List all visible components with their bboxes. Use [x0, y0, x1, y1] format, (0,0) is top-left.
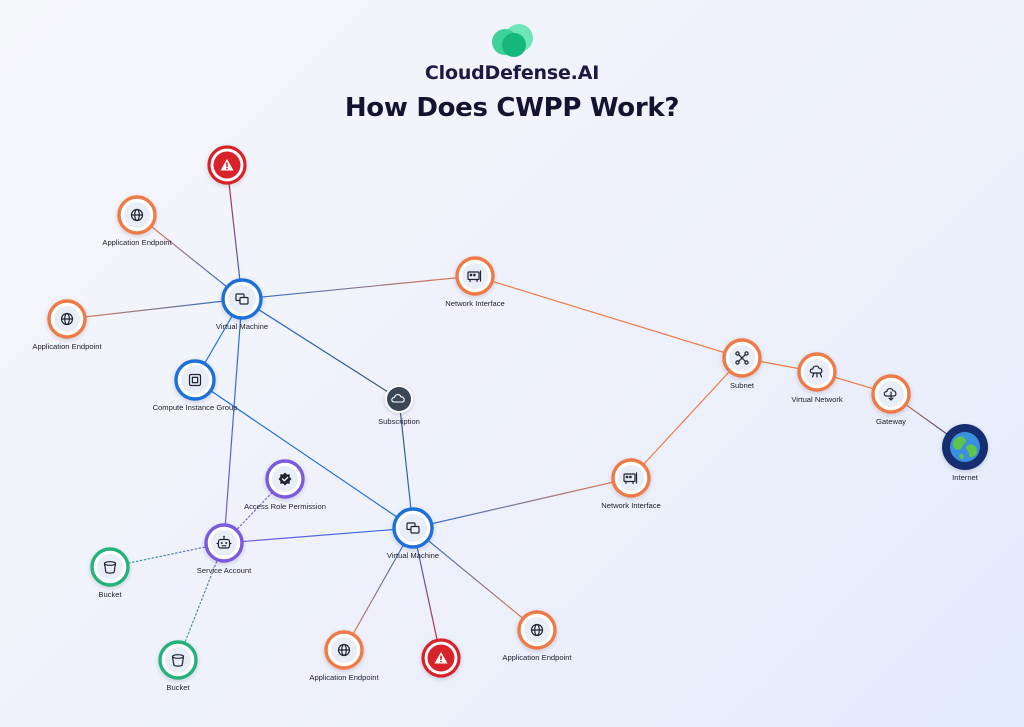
globe-icon [337, 643, 351, 657]
edge-sa-vm2 [223, 527, 414, 544]
edge-ni2-vm2 [412, 477, 632, 529]
node-label: Virtual Machine [216, 322, 268, 331]
edge-appep1-vm1 [136, 214, 243, 300]
node-subnet[interactable]: Subnet [722, 338, 762, 390]
node-sa[interactable]: Service Account [197, 523, 252, 575]
robot-icon [216, 535, 232, 549]
node-label: Application Endpoint [309, 673, 379, 682]
warning-icon [220, 159, 234, 171]
brand-name: CloudDefense.AI [424, 62, 600, 84]
node-label: Virtual Machine [387, 551, 439, 560]
node-label: Subscription [378, 417, 420, 426]
network-card-icon [623, 472, 638, 485]
earth-icon [950, 432, 980, 462]
node-appep4[interactable]: Application Endpoint [502, 610, 573, 662]
node-vnet[interactable]: Virtual Network [791, 352, 843, 404]
node-sub[interactable]: Subscription [378, 385, 420, 426]
cloud-gateway-icon [883, 387, 897, 401]
subnet-icon [735, 351, 749, 365]
node-label: Service Account [197, 566, 252, 575]
node-vm2[interactable]: Virtual Machine [387, 507, 439, 560]
edge-vm2-appep3 [343, 527, 414, 651]
node-appep3[interactable]: Application Endpoint [309, 630, 380, 682]
node-label: Network Interface [601, 501, 661, 510]
node-ni1[interactable]: Network Interface [445, 256, 505, 308]
edge-subnet-ni2 [630, 357, 743, 479]
logo-blob-front [502, 33, 526, 57]
edge-alert1-vm1 [226, 164, 243, 300]
node-label: Application Endpoint [502, 653, 572, 662]
globe-icon [60, 312, 74, 326]
cloud-icon [391, 394, 405, 403]
globe-icon [130, 208, 144, 222]
edges-layer [66, 164, 966, 661]
node-bucket2[interactable]: Bucket [158, 640, 198, 692]
node-ni2[interactable]: Network Interface [601, 458, 661, 510]
node-label: Internet [952, 473, 979, 482]
node-label: Gateway [876, 417, 906, 426]
node-label: Compute Instance Group [153, 403, 238, 412]
page-title: How Does CWPP Work? [344, 93, 680, 123]
brand-logo [492, 24, 533, 57]
edge-vm1-sub [241, 298, 400, 400]
node-appep2[interactable]: Application Endpoint [32, 299, 103, 351]
node-alert2[interactable] [421, 638, 461, 678]
node-vm1[interactable]: Virtual Machine [216, 278, 268, 331]
windows-icon [235, 293, 249, 305]
edge-sub-vm2 [398, 398, 414, 529]
edge-vm2-alert2 [412, 527, 442, 659]
windows-icon [406, 522, 420, 534]
node-label: Application Endpoint [32, 342, 102, 351]
cloud-network-icon [809, 365, 823, 378]
edge-sa-bucket2 [177, 542, 225, 661]
node-arp[interactable]: Access Role Permission [244, 459, 326, 511]
bucket-icon [103, 561, 117, 574]
edge-ni1-subnet [474, 275, 743, 359]
network-card-icon [467, 270, 482, 283]
node-inet[interactable]: Internet [942, 424, 988, 482]
globe-icon [530, 623, 544, 637]
edge-vm1-sa [223, 298, 243, 544]
edge-vm2-appep4 [412, 527, 538, 631]
node-label: Bucket [166, 683, 190, 692]
node-label: Application Endpoint [102, 238, 172, 247]
node-cig[interactable]: Compute Instance Group [153, 359, 238, 412]
warning-icon [434, 652, 448, 664]
node-label: Virtual Network [791, 395, 843, 404]
node-bucket1[interactable]: Bucket [90, 547, 130, 599]
edge-cig-vm2 [194, 379, 414, 529]
edge-vm1-ni1 [241, 275, 476, 300]
badge-check-icon [278, 472, 292, 486]
node-gw[interactable]: Gateway [871, 374, 911, 426]
node-appep1[interactable]: Application Endpoint [102, 195, 173, 247]
node-label: Bucket [98, 590, 122, 599]
node-label: Subnet [730, 381, 755, 390]
node-label: Access Role Permission [244, 502, 326, 511]
chip-icon [188, 373, 202, 387]
node-label: Network Interface [445, 299, 505, 308]
edge-appep2-vm1 [66, 298, 243, 320]
node-alert1[interactable] [207, 145, 247, 185]
bucket-icon [171, 654, 185, 667]
